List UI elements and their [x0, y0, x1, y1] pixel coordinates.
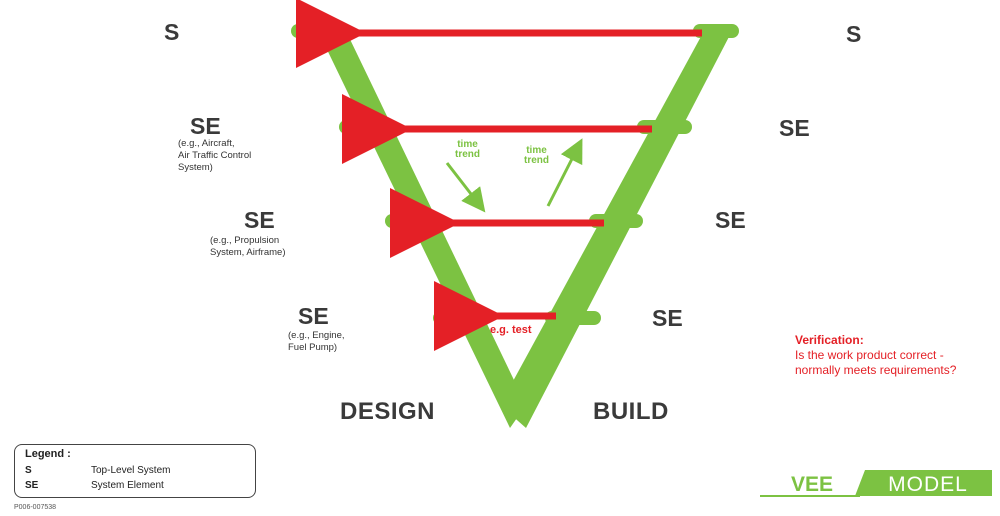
- eg-test-label: e.g. test: [490, 324, 532, 336]
- level-4-left-label: SE: [298, 303, 329, 329]
- legend-box: Legend : S Top-Level System SE System Elem…: [14, 444, 256, 498]
- legend-row-se: SE System Element: [25, 480, 164, 491]
- legend-desc: System Element: [91, 480, 164, 491]
- legend-key: SE: [25, 480, 39, 491]
- level-3-example: (e.g., Propulsion System, Airframe): [210, 235, 286, 258]
- legend-key: S: [25, 465, 32, 476]
- level-4-right-label: SE: [652, 305, 683, 331]
- legend-desc: Top-Level System: [91, 465, 171, 476]
- verification-title: Verification:: [795, 333, 864, 347]
- vee-left-arm: [318, 31, 526, 428]
- vee-model-badge: VEE MODEL: [760, 470, 992, 497]
- legend-title: Legend :: [25, 448, 71, 460]
- level-3-left-label: SE: [244, 207, 275, 233]
- time-trend-arrow-up: [546, 138, 583, 207]
- level-1-right-label: S: [846, 21, 862, 47]
- vee-right-arm: [500, 31, 732, 428]
- time-trend-label-down: time trend: [455, 139, 480, 160]
- verification-text: Is the work product correct - normally m…: [795, 348, 957, 377]
- badge-model-text: MODEL: [888, 473, 968, 496]
- build-label: BUILD: [593, 398, 669, 425]
- time-trend-arrow-down: [445, 162, 486, 213]
- legend-row-s: S Top-Level System: [25, 465, 170, 476]
- level-2-example: (e.g., Aircraft, Air Traffic Control Sys…: [178, 138, 252, 173]
- level-2-left-label: SE: [190, 113, 221, 139]
- level-2-right-label: SE: [779, 115, 810, 141]
- design-label: DESIGN: [340, 398, 436, 425]
- badge-vee-text: VEE: [791, 473, 833, 496]
- time-trend-label-up: time trend: [524, 145, 549, 166]
- figure-code: P006-007538: [14, 504, 57, 511]
- level-3-right-label: SE: [715, 207, 746, 233]
- verification-note: Verification: Is the work product correc…: [795, 333, 995, 378]
- level-1-left-label: S: [164, 19, 180, 45]
- level-4-example: (e.g., Engine, Fuel Pump): [288, 330, 345, 353]
